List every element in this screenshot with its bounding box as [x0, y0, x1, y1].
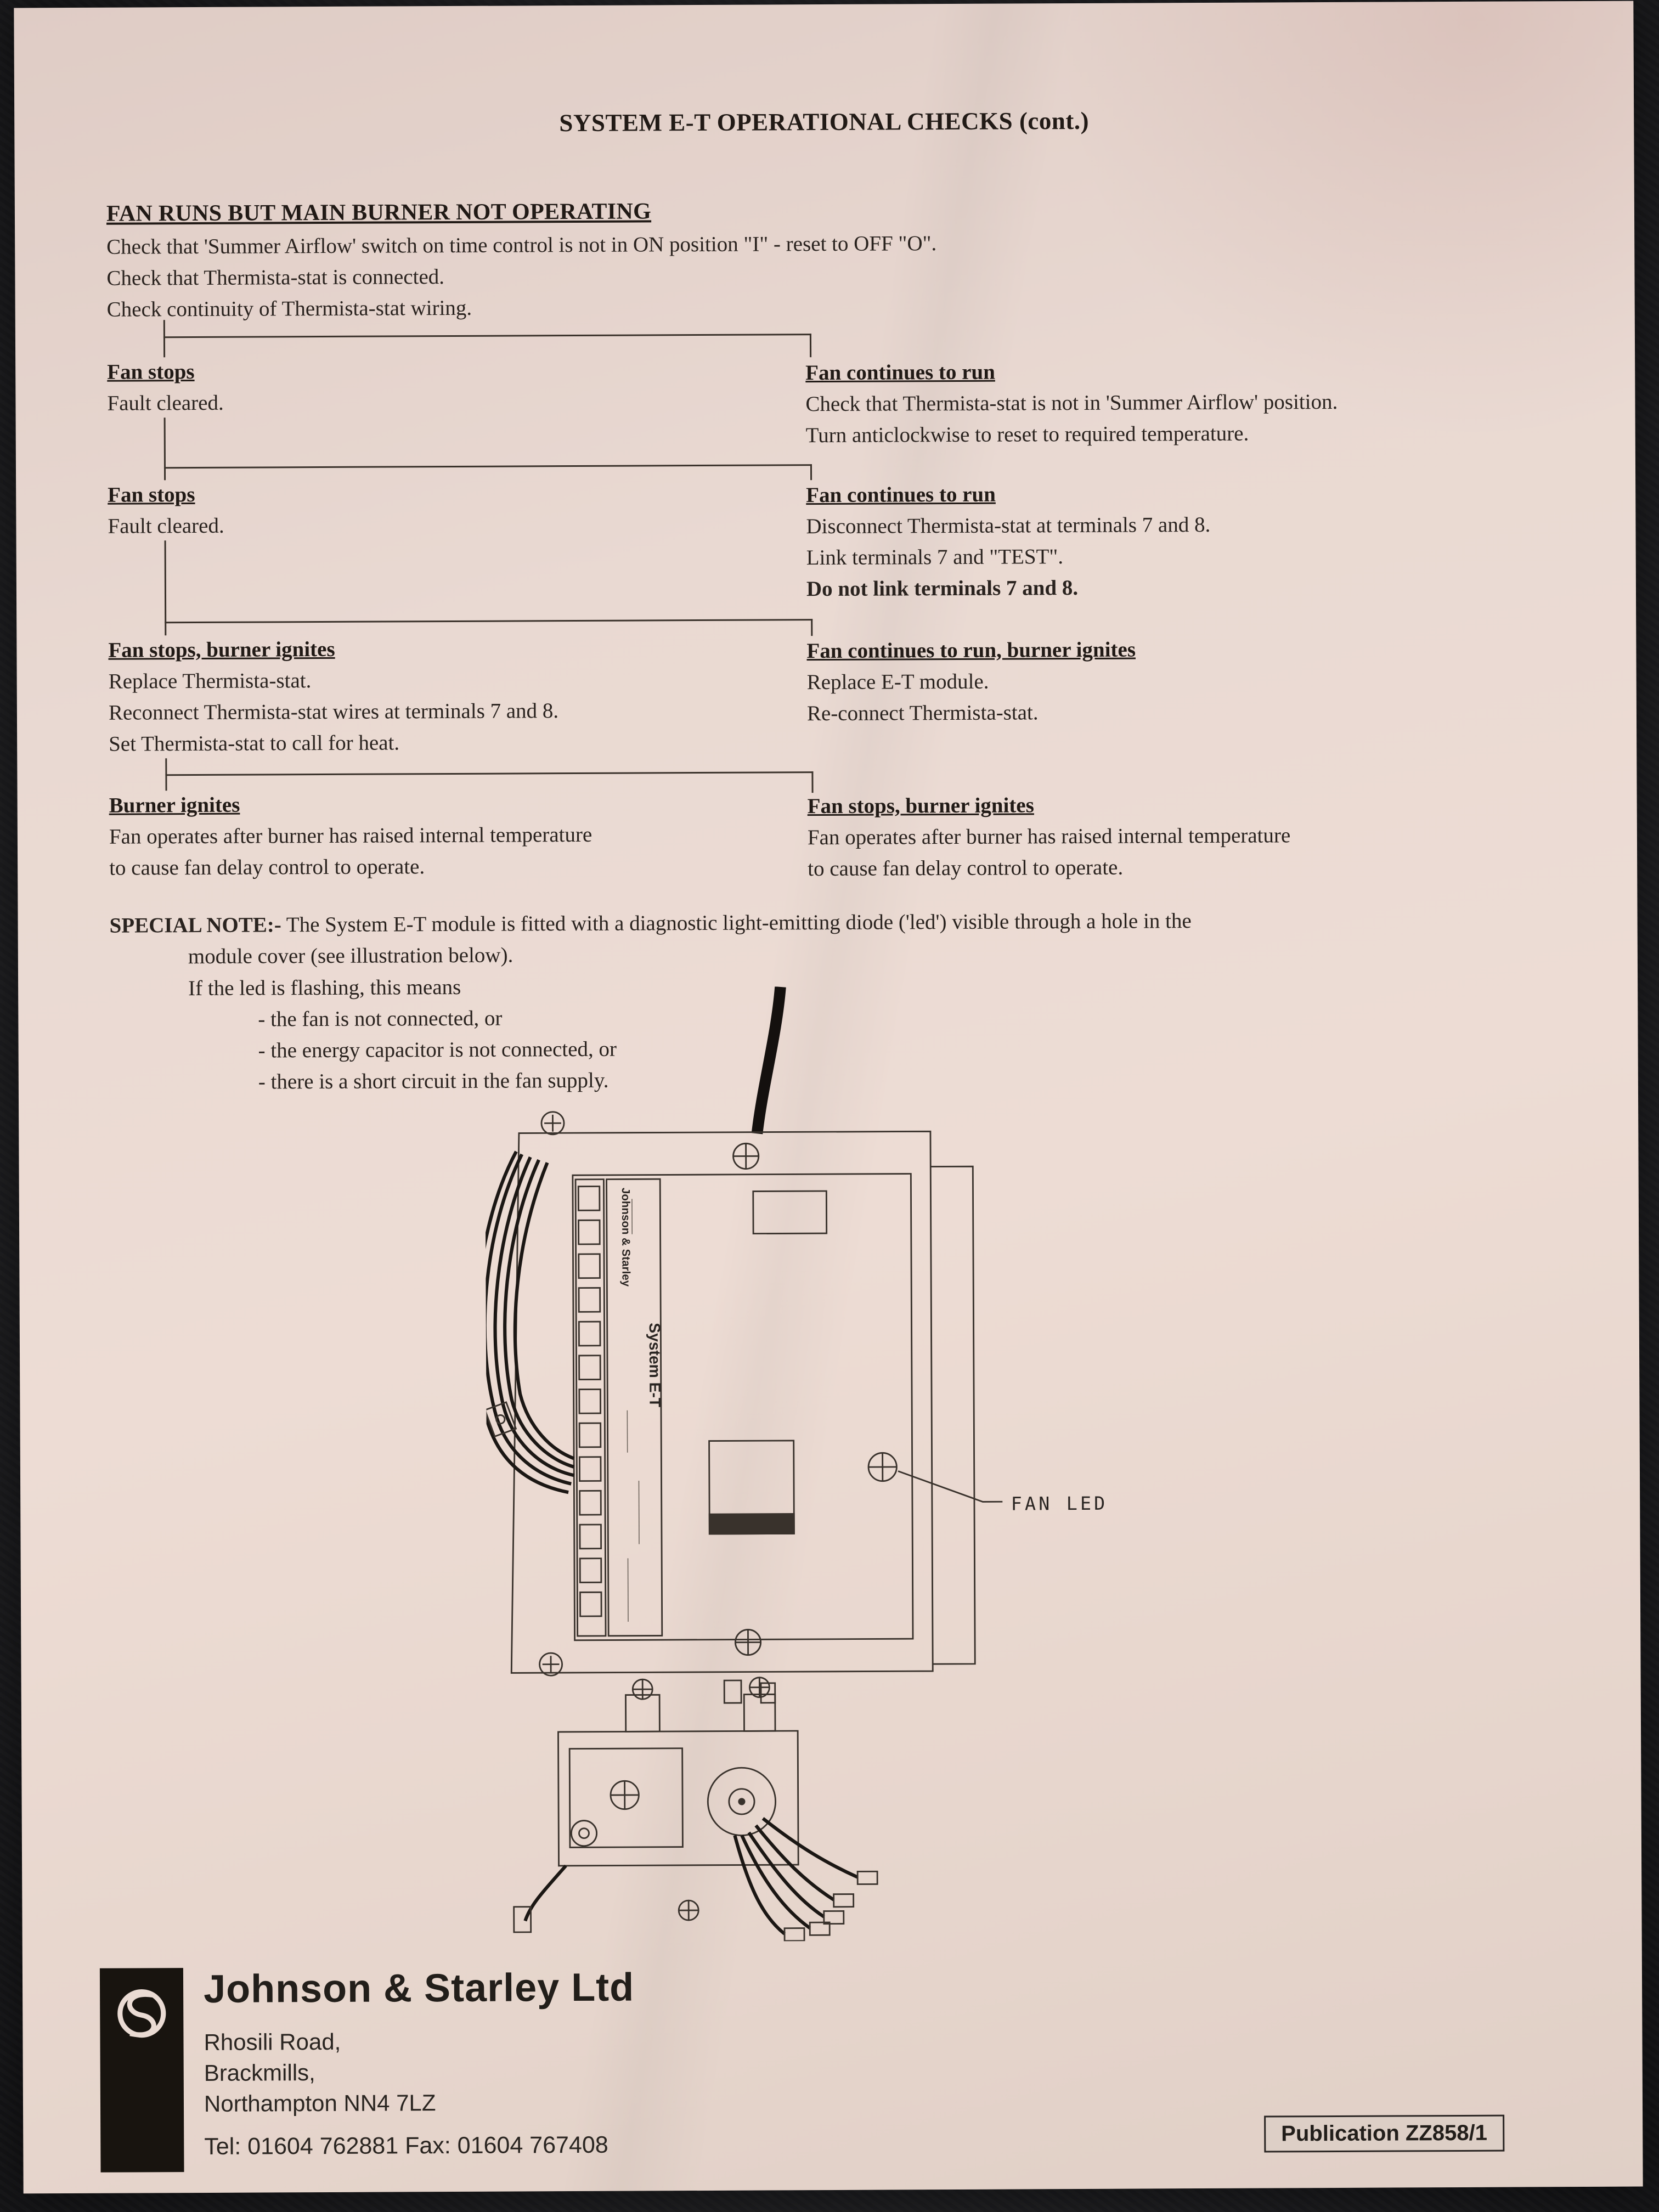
flow-right-4-heading: Fan stops, burner ignites	[807, 793, 1034, 819]
company-address: Rhosili Road, Brackmills, Northampton NN…	[204, 2028, 436, 2117]
special-note: SPECIAL NOTE:- The System E-T module is …	[109, 909, 1192, 938]
module-illustration: Johnson & Starley System E-T FAN LED	[484, 986, 1108, 1942]
terminal-blocks	[577, 1186, 602, 1617]
diagram-model-label: System E-T	[646, 1323, 664, 1407]
module-label-strip	[606, 1178, 663, 1637]
fan-supply-wires	[733, 1817, 859, 1936]
company-contact: Tel: 01604 762881 Fax: 01604 767408	[204, 2131, 608, 2160]
flow-right-4: Fan stops, burner ignites Fan operates a…	[808, 787, 1631, 885]
flow-right-1-heading: Fan continues to run	[805, 360, 995, 385]
flow-left-4: Burner ignites Fan operates after burner…	[109, 787, 823, 884]
mains-cable	[751, 986, 786, 1135]
flow-right-2-heading: Fan continues to run	[806, 482, 996, 507]
flow-left-3: Fan stops, burner ignites Replace Thermi…	[108, 631, 811, 760]
flow-right-1: Fan continues to run Check that Thermist…	[805, 354, 1629, 452]
special-note-bullet: - the fan is not connected, or	[258, 1006, 503, 1031]
diagram-brand-label: Johnson & Starley	[619, 1188, 633, 1287]
flow-right-3-heading: Fan continues to run, burner ignites	[806, 637, 1136, 663]
cable-clamp	[484, 1401, 517, 1438]
page-title: SYSTEM E-T OPERATIONAL CHECKS (cont.)	[559, 106, 1090, 137]
fan-led-label: FAN LED	[1011, 1493, 1108, 1515]
flow-left-1-heading: Fan stops	[107, 360, 195, 384]
flow-left-3-heading: Fan stops, burner ignites	[108, 637, 335, 662]
flow-right-3: Fan continues to run, burner ignites Rep…	[806, 632, 1630, 730]
gas-valve-assembly	[513, 1677, 799, 1933]
module-body	[572, 1173, 914, 1641]
company-name: Johnson & Starley Ltd	[203, 1965, 635, 2011]
section-heading: FAN RUNS BUT MAIN BURNER NOT OPERATING	[106, 199, 652, 227]
publication-reference: Publication ZZ858/1	[1264, 2114, 1505, 2153]
flow-left-1: Fan stops Fault cleared.	[107, 353, 793, 419]
flow-right-2: Fan continues to run Disconnect Thermist…	[806, 476, 1629, 605]
wiring-loom	[484, 1150, 575, 1494]
special-note-line: module cover (see illustration below).	[188, 943, 514, 969]
flow-left-2-heading: Fan stops	[108, 483, 195, 507]
flow-left-4-heading: Burner ignites	[109, 793, 240, 817]
intro-checks: Check that 'Summer Airflow' switch on ti…	[106, 225, 1599, 325]
document-page: SYSTEM E-T OPERATIONAL CHECKS (cont.) FA…	[14, 1, 1643, 2194]
special-note-label: SPECIAL NOTE:-	[109, 913, 281, 938]
check-line: Check continuity of Thermista-stat wirin…	[106, 296, 472, 321]
flow-left-2: Fan stops Fault cleared.	[108, 476, 793, 541]
special-note-line: If the led is flashing, this means	[188, 975, 461, 1001]
screw-icon	[539, 1111, 762, 1677]
wire-connectors	[783, 1870, 878, 1942]
company-logo	[99, 1968, 184, 2172]
fan-led-hole	[867, 1452, 898, 1482]
mounting-plate	[510, 1130, 934, 1674]
fan-led-leader-line	[898, 1470, 1003, 1503]
